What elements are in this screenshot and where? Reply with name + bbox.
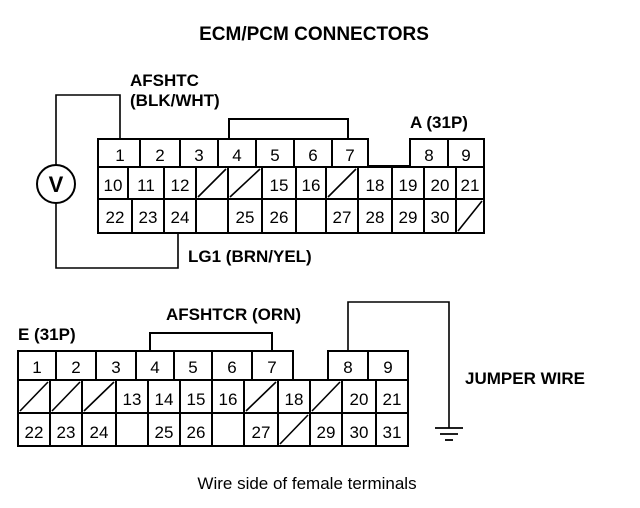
pin-e-15: 15 [187, 390, 206, 409]
pin-a-blank [197, 168, 227, 198]
pin-a-16: 16 [302, 176, 321, 195]
pin-e-blank [83, 381, 115, 412]
pin-a-20: 20 [431, 176, 450, 195]
pin-e-22: 22 [25, 423, 44, 442]
jumper-wire [347, 301, 450, 428]
connector-a-latch [228, 118, 349, 139]
pin-a-7: 7 [345, 146, 354, 165]
pin-a-26: 26 [270, 208, 289, 227]
pin-a-29: 29 [399, 208, 418, 227]
pin-e-23: 23 [57, 423, 76, 442]
pin-a-15: 15 [270, 176, 289, 195]
pin-e-26: 26 [187, 423, 206, 442]
pin-e-blank [245, 381, 277, 412]
connector-a: 1 2 3 4 5 6 7 8 9 10 11 12 15 16 18 19 2… [97, 71, 485, 266]
pin-a-21: 21 [461, 176, 480, 195]
probe-wire-lg1 [55, 203, 179, 269]
probe-wire-afshtc [55, 94, 121, 165]
pin-e-7: 7 [267, 358, 276, 377]
pin-e-1: 1 [32, 358, 41, 377]
pin-a-22: 22 [106, 208, 125, 227]
pin-e-9: 9 [383, 358, 392, 377]
wire-afshtc-name: AFSHTC [130, 71, 199, 90]
pin-a-5: 5 [270, 146, 279, 165]
pin-a-27: 27 [333, 208, 352, 227]
pin-a-blank [327, 168, 357, 198]
pin-e-2: 2 [71, 358, 80, 377]
connector-e: 1 2 3 4 5 6 7 8 9 13 14 15 16 18 20 21 2… [17, 305, 409, 447]
connector-e-name: E (31P) [18, 325, 76, 344]
pin-e-8: 8 [343, 358, 352, 377]
pin-a-18: 18 [366, 176, 385, 195]
pin-e-25: 25 [155, 423, 174, 442]
voltmeter-icon [36, 164, 76, 204]
pin-e-21: 21 [383, 390, 402, 409]
pin-a-3: 3 [194, 146, 203, 165]
pin-a-30: 30 [431, 208, 450, 227]
pin-a-25: 25 [236, 208, 255, 227]
pin-a-blank [229, 168, 261, 198]
pin-e-27: 27 [252, 423, 271, 442]
pin-a-10: 10 [104, 176, 123, 195]
connector-e-latch [149, 332, 273, 351]
voltmeter-symbol: V [49, 172, 64, 197]
pin-e-blank [279, 414, 309, 445]
pin-a-9: 9 [461, 146, 470, 165]
connector-a-name: A (31P) [410, 113, 468, 132]
pin-e-3: 3 [111, 358, 120, 377]
pin-a-8: 8 [424, 146, 433, 165]
pin-a-1: 1 [115, 146, 124, 165]
jumper-wire-label: JUMPER WIRE [465, 369, 585, 388]
diagram-caption: Wire side of female terminals [197, 474, 416, 493]
pin-e-6: 6 [227, 358, 236, 377]
pin-a-19: 19 [399, 176, 418, 195]
pin-a-12: 12 [171, 176, 190, 195]
pin-e-20: 20 [350, 390, 369, 409]
pin-a-2: 2 [155, 146, 164, 165]
wire-lg1-label: LG1 (BRN/YEL) [188, 247, 312, 266]
pin-e-blank [311, 381, 341, 412]
pin-a-23: 23 [139, 208, 158, 227]
pin-e-18: 18 [285, 390, 304, 409]
voltmeter-circuit: V [36, 94, 179, 269]
ground-icon [435, 427, 463, 441]
jumper-circuit: JUMPER WIRE [347, 301, 585, 441]
pin-e-blank [51, 381, 81, 412]
pin-e-4: 4 [150, 358, 159, 377]
wire-afshtc-color: (BLK/WHT) [130, 91, 220, 110]
connector-a-frame [97, 138, 485, 234]
pin-e-16: 16 [219, 390, 238, 409]
pin-a-28: 28 [366, 208, 385, 227]
pin-e-14: 14 [155, 390, 174, 409]
wire-afshtcr-label: AFSHTCR (ORN) [166, 305, 301, 324]
pin-e-29: 29 [317, 423, 336, 442]
pin-a-6: 6 [308, 146, 317, 165]
pin-e-5: 5 [188, 358, 197, 377]
pin-a-24: 24 [171, 208, 190, 227]
pin-e-13: 13 [123, 390, 142, 409]
pin-a-11: 11 [137, 176, 155, 195]
pin-e-24: 24 [90, 423, 109, 442]
pin-e-30: 30 [350, 423, 369, 442]
pin-e-blank [19, 381, 49, 412]
pin-a-blank [457, 200, 483, 232]
pin-e-31: 31 [383, 423, 402, 442]
pin-a-4: 4 [232, 146, 241, 165]
diagram-title: ECM/PCM CONNECTORS [199, 24, 429, 45]
